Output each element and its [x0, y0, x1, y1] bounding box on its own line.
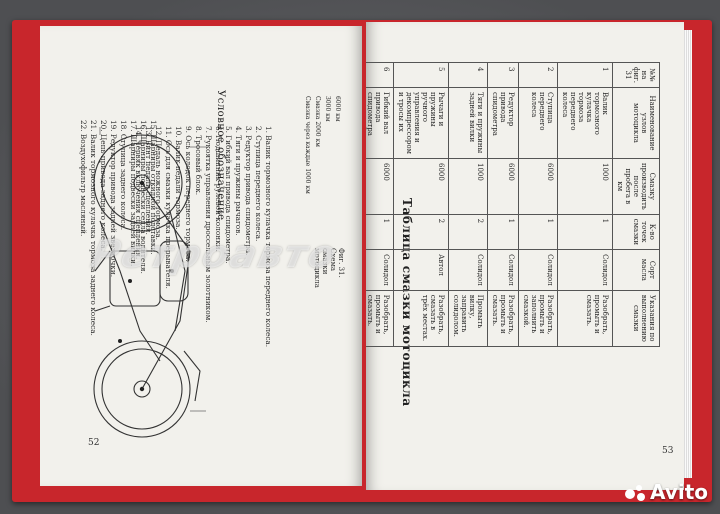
watermark: Ретроавто	[87, 232, 342, 276]
table-cell: Редуктор привода спидометра	[487, 87, 519, 159]
table-cell: 6000	[518, 158, 558, 215]
table-cell: 6000	[366, 158, 394, 215]
scheme-label-1: Смазка через каждые 1000 км	[304, 96, 311, 194]
table-cell: 6	[366, 62, 394, 88]
table-cell: Солидол	[366, 249, 394, 291]
table-cell: 1000	[448, 158, 488, 215]
avito-text: Avito	[650, 480, 708, 504]
legend-item: 5. Гибкий вал привода спидометра.	[224, 126, 233, 264]
table-cell: Автол	[393, 249, 449, 291]
table-header-cell: Указания по выполнению смазки	[612, 290, 660, 347]
table-cell: Гибкий вал привода спидометра	[366, 87, 394, 159]
table-cell: Разобрать, промыть и заполнить смазкой.	[518, 290, 558, 347]
table-cell: Солидол	[487, 249, 519, 291]
table-cell: 1000	[557, 158, 613, 215]
legend-item: 1. Валик тормозного кулачка тормоза пере…	[264, 126, 273, 348]
avito-dots-icon	[625, 485, 647, 501]
table-cell: Валик тормозного кулачка тормоза передне…	[557, 87, 613, 159]
table-cell: 4	[448, 62, 488, 88]
avito-logo: Avito	[625, 480, 708, 504]
legend-item: 6. Подшипник рулевой колонки.	[214, 126, 223, 252]
table-cell: Промыть вилку, заправить солидолом.	[448, 290, 488, 347]
table-cell: 2	[393, 214, 449, 250]
table-header-cell: Наименование узлов мотоцикла	[612, 87, 660, 159]
legend-item: 4. Тяги и пружины рычагов.	[234, 126, 243, 236]
table-cell: 1	[557, 62, 613, 88]
table-cell: 5	[393, 62, 449, 88]
left-page: 52 Условное обозначение 15. Шарниры отки…	[40, 26, 362, 486]
table-cell: Солидол	[557, 249, 613, 291]
table-header-cell: К-во точек смазки	[612, 214, 660, 250]
table-cell: Рычаги и пружины ручного управления и де…	[393, 87, 449, 159]
page-edges	[684, 30, 692, 478]
table-cell: 2	[518, 62, 558, 88]
table-cell: 1	[518, 214, 558, 250]
table-cell: 1	[557, 214, 613, 250]
table-cell: Тяги и пружины задней вилки	[448, 87, 488, 159]
table-cell: 3	[487, 62, 519, 88]
table-cell: 1	[366, 214, 394, 250]
table-cell: Разобрать, промыть и смазать.	[557, 290, 613, 347]
table-cell: Разобрать, промыть и смазать.	[487, 290, 519, 347]
table-cell: 6000	[393, 158, 449, 215]
table-cell: Солидол	[448, 249, 488, 291]
table-cell: Разобрать, промыть и смазать.	[366, 290, 394, 347]
table-cell: Солидол	[518, 249, 558, 291]
table-cell: 2	[448, 214, 488, 250]
page-number-left: 52	[88, 438, 100, 448]
scheme-label-4: 6000 км	[334, 96, 341, 122]
table-cell: 6000	[487, 158, 519, 215]
table-cell: Разобрать, смазать в трёх местах.	[393, 290, 449, 347]
table-header-cell: Сорт масла	[612, 249, 660, 291]
table-cell: 1	[487, 214, 519, 250]
table-header-cell: Смазку производить после пробега в км	[612, 158, 660, 215]
table-cell: Ступица переднего колеса	[518, 87, 558, 159]
page-number-right: 53	[662, 446, 674, 456]
motorcycle-lubrication-diagram	[93, 127, 206, 438]
scheme-label-2: Смазка 2000 км	[314, 96, 321, 147]
scheme-label-3: 3000 км	[324, 96, 331, 122]
legend-item: 3. Редуктор привода спидометра.	[244, 126, 253, 256]
legend-item: 2. Ступица переднего колеса.	[254, 126, 263, 242]
table-header-cell: №№ на фиг. 31	[612, 62, 660, 88]
